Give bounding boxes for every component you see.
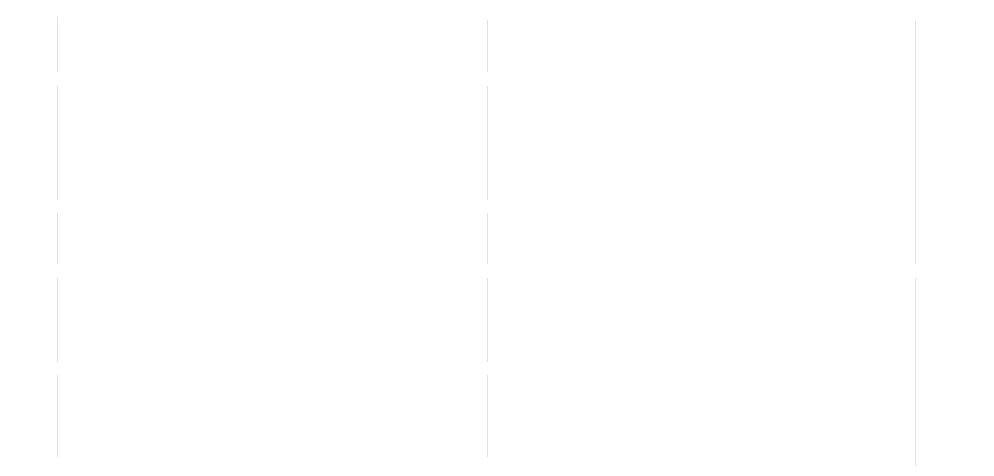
divider-segment [487, 375, 488, 457]
divider-segment [915, 21, 916, 264]
column-divider-left [57, 0, 58, 476]
divider-segment [57, 278, 58, 362]
divider-segment [57, 17, 58, 72]
divider-segment [487, 213, 488, 264]
divider-segment [487, 86, 488, 200]
divider-segment [57, 213, 58, 264]
divider-segment [915, 278, 916, 466]
column-divider-right [915, 0, 916, 476]
divider-segment [487, 20, 488, 72]
column-divider-middle [487, 0, 488, 476]
divider-segment [487, 278, 488, 362]
divider-segment [57, 375, 58, 457]
divider-segment [57, 86, 58, 200]
